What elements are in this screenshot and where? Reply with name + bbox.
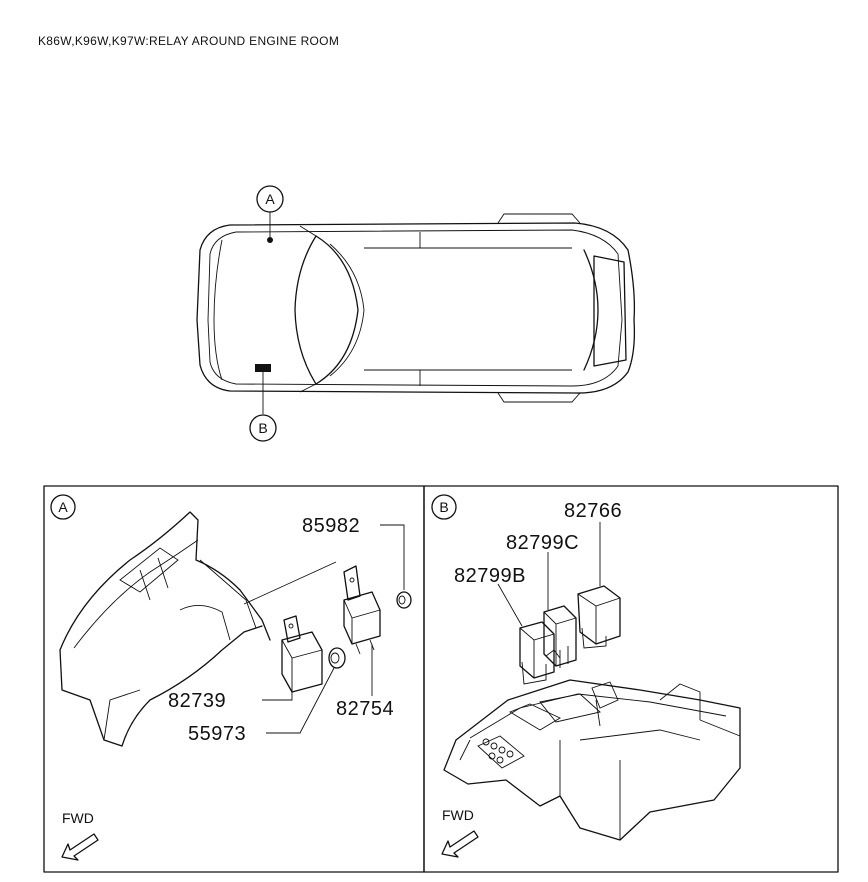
grommet-55973 (328, 647, 346, 669)
location-b-marker (255, 364, 271, 372)
panel-b-label: B (439, 499, 448, 515)
callout-a: A (256, 185, 284, 213)
part-number-85982: 85982 (302, 515, 360, 537)
page-title: K86W,K96W,K97W:RELAY AROUND ENGINE ROOM (38, 34, 340, 48)
panel-a: A (43, 485, 425, 873)
fwd-arrow-a: FWD (61, 810, 99, 861)
relay-82799b (519, 621, 561, 685)
panel-a-label: A (58, 499, 68, 515)
clip-85982 (396, 591, 412, 609)
panel-b-frame (423, 485, 839, 873)
relay-box (443, 679, 741, 841)
fwd-label-b: FWD (442, 807, 474, 823)
panel-b: B (423, 485, 839, 873)
callout-b-label: B (258, 420, 267, 436)
fwd-arrow-b: FWD (441, 807, 479, 858)
part-number-82799c: 82799C (506, 532, 579, 554)
relay-82766 (577, 585, 621, 649)
part-number-55973: 55973 (188, 723, 246, 745)
relay-82754 (343, 565, 381, 655)
callout-a-label: A (265, 191, 275, 207)
part-number-82739: 82739 (168, 690, 226, 712)
fwd-label-a: FWD (62, 810, 94, 826)
part-number-82754: 82754 (336, 698, 394, 720)
panel-a-frame (43, 485, 425, 873)
relay-82739 (281, 615, 323, 693)
part-number-82766: 82766 (564, 500, 622, 522)
relay-82799c (543, 605, 577, 668)
part-number-82799b: 82799B (454, 565, 526, 587)
vehicle-top-view (196, 212, 636, 414)
callout-b: B (249, 414, 277, 442)
